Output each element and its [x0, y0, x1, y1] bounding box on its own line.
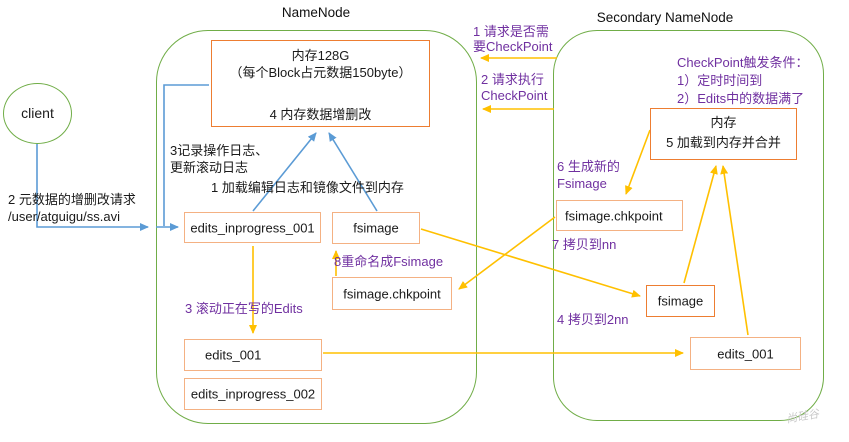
snn-fsimage-label: fsimage	[657, 293, 704, 309]
nn-memory-line2: （每个Block占元数据150byte）	[229, 65, 412, 80]
nn-record-log-note-line1: 3记录操作日志、	[170, 143, 269, 158]
arrow-load-edits-to-memory	[252, 132, 317, 212]
snn-memory-box: 内存 5 加载到内存并合并	[650, 108, 797, 160]
checkpoint-trigger-line1: CheckPoint触发条件：	[677, 55, 809, 70]
nn-edits-inprogress-001-label: edits_inprogress_001	[190, 220, 315, 235]
nn-memory-box: 内存128G （每个Block占元数据150byte） 4 内存数据增删改	[211, 40, 430, 127]
arrow-load-edits-2nn-memory	[720, 165, 749, 336]
nn-fsimage-chkpoint-box: fsimage.chkpoint	[332, 277, 452, 310]
nn-load-note: 1 加载编辑日志和镜像文件到内存	[211, 180, 404, 195]
snn-edits-001-box: edits_001	[690, 337, 801, 370]
nn-fsimage-label: fsimage	[353, 220, 399, 236]
secondary-namenode-title: Secondary NameNode	[596, 10, 734, 25]
snn-memory-line2: 5 加载到内存并合并	[666, 135, 781, 150]
arrow-client-request	[36, 144, 149, 231]
snn-copy-2nn-note: 4 拷贝到2nn	[557, 312, 629, 327]
snn-fsimage-box: fsimage	[646, 285, 715, 317]
nn-rename-note: 8重命名成Fsimage	[334, 254, 444, 269]
snn-fsimage-chkpoint-label: fsimage.chkpoint	[565, 208, 663, 223]
arrow-load-fsimage-to-memory	[328, 132, 378, 212]
nn-edits-inprogress-002-label: edits_inprogress_002	[190, 386, 316, 402]
nn-memory-line1: 内存128G	[291, 48, 350, 63]
nn-edits-inprogress-002-box: edits_inprogress_002	[184, 378, 322, 410]
request-checkpoint-note-line1: 2 请求执行	[481, 72, 544, 87]
arrow-copy-chkpoint-to-nn	[458, 216, 556, 290]
nn-fsimage-chkpoint-label: fsimage.chkpoint	[343, 286, 441, 301]
snn-generate-note-line2: Fsimage	[557, 176, 607, 191]
line-branch-to-memory	[163, 84, 209, 226]
namenode-title: NameNode	[281, 5, 351, 20]
arrow-generate-chkpoint	[625, 129, 651, 195]
nn-edits-001-label: edits_001	[205, 347, 262, 363]
arrow-copy-fsimage-to-2nn	[420, 228, 641, 298]
snn-copy-nn-note: 7 拷贝到nn	[552, 237, 617, 252]
client-node	[3, 83, 72, 144]
nn-edits-inprogress-001-box: edits_inprogress_001	[184, 212, 321, 243]
nn-fsimage-box: fsimage	[332, 212, 420, 244]
nn-memory-line3: 4 内存数据增删改	[269, 107, 372, 122]
request-checkpoint-note-line2: CheckPoint	[481, 88, 548, 103]
snn-edits-001-label: edits_001	[717, 346, 774, 361]
checkpoint-trigger-line3: 2）Edits中的数据满了	[677, 91, 805, 106]
client-request-note-line1: 2 元数据的增删改请求	[8, 192, 136, 207]
nn-edits-001-box: edits_001	[184, 339, 322, 371]
checkpoint-trigger-line2: 1）定时时间到	[677, 73, 763, 88]
snn-fsimage-chkpoint-box: fsimage.chkpoint	[556, 200, 683, 231]
secondary-namenode-container	[553, 30, 824, 421]
client-request-note-line2: /user/atguigu/ss.avi	[8, 209, 121, 224]
ask-checkpoint-note-line2: 要CheckPoint	[473, 39, 553, 54]
snn-memory-line1: 内存	[710, 115, 737, 130]
nn-record-log-note-line2: 更新滚动日志	[170, 160, 249, 175]
client-label: client	[21, 105, 54, 121]
nn-roll-edits-note: 3 滚动正在写的Edits	[185, 301, 303, 316]
ask-checkpoint-note-line1: 1 请求是否需	[473, 24, 549, 39]
arrow-load-fsimage-2nn-memory	[683, 165, 718, 284]
snn-generate-note-line1: 6 生成新的	[557, 159, 620, 174]
